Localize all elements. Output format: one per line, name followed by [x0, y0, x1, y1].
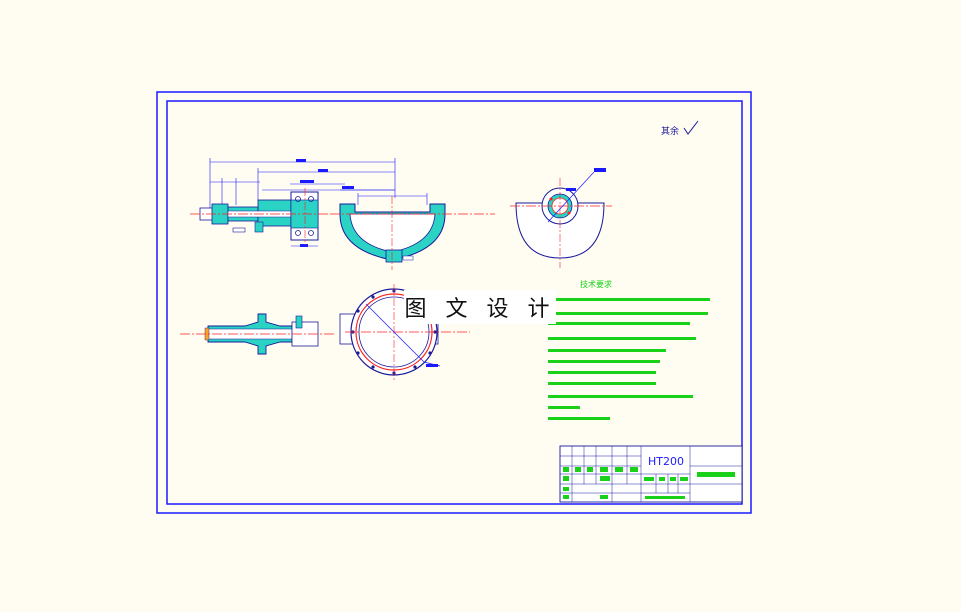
- watermark-label: 图 文 设 计: [404, 290, 556, 324]
- bottom-shaft-view: [180, 313, 335, 355]
- main-view: [190, 158, 396, 247]
- roughness-note: 其余: [661, 120, 699, 137]
- svg-text:其余: 其余: [661, 125, 679, 137]
- cradle-section-view: [330, 193, 495, 270]
- svg-text:技术要求: 技术要求: [580, 279, 612, 289]
- technical-requirements: 技术要求: [545, 279, 710, 420]
- svg-text:HT200: HT200: [648, 455, 684, 468]
- side-view: [510, 168, 612, 268]
- inner-frame: [166, 100, 743, 505]
- outer-frame: [156, 91, 752, 514]
- title-block: HT200: [559, 445, 743, 503]
